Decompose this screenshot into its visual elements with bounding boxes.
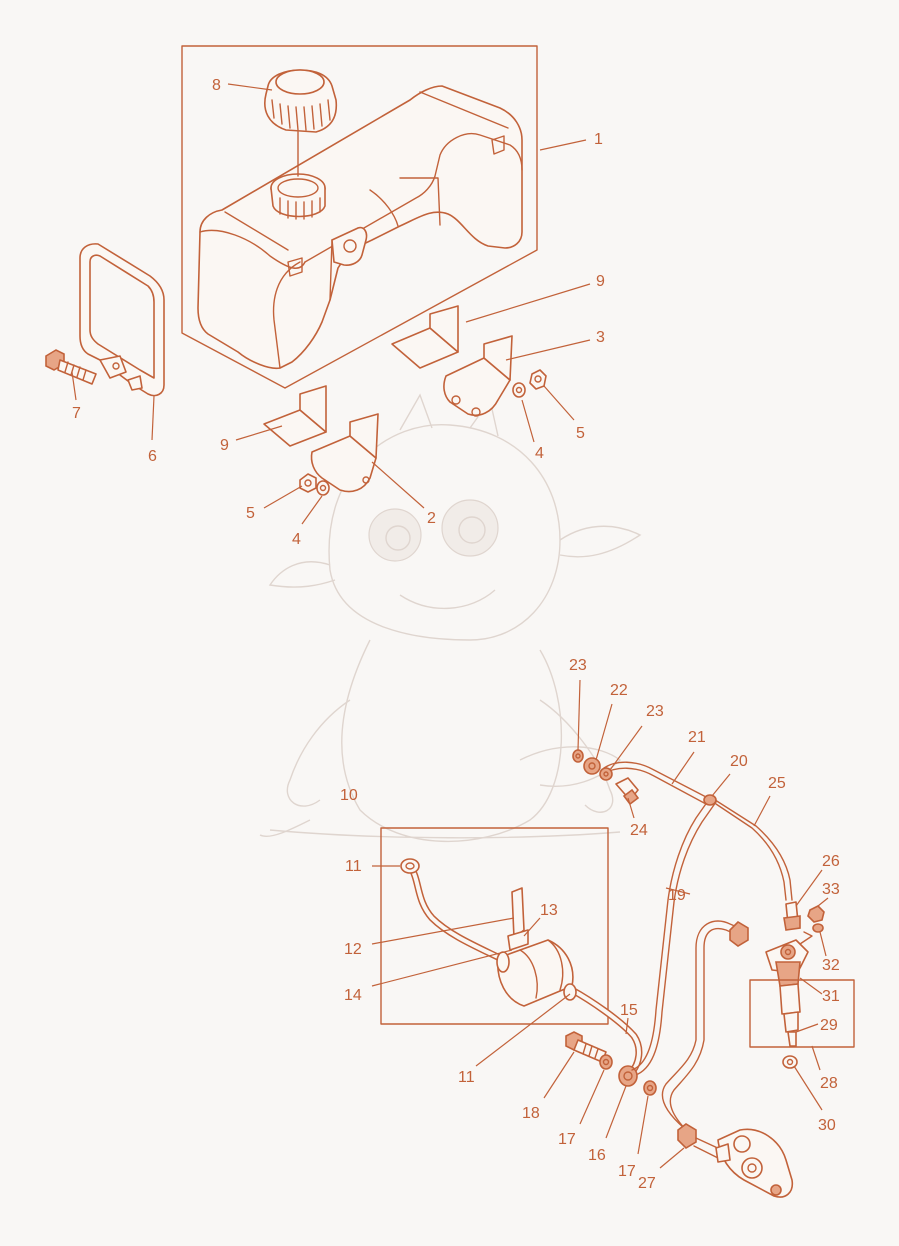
tank-assembly-bracket — [181, 45, 538, 389]
washer-23-right — [599, 767, 613, 781]
leader-lines — [71, 83, 829, 1169]
nut-5-lower — [299, 473, 317, 493]
washer-17-left — [599, 1054, 613, 1070]
callout-30: 30 — [818, 1117, 836, 1134]
callout-1: 1 — [594, 131, 603, 148]
fuel-tank-group — [45, 45, 547, 496]
washer-32 — [812, 923, 824, 933]
banjo-bolt-24 — [615, 777, 640, 806]
fuel-cap — [264, 69, 338, 177]
callout-11: 11 — [345, 858, 362, 875]
junction-20 — [703, 794, 717, 806]
injection-pipe-27 — [669, 927, 741, 1135]
washer-4-upper — [512, 382, 526, 398]
callout-9: 9 — [220, 437, 229, 454]
pipe-nut-27-bottom — [677, 1123, 697, 1150]
fuel-line-group — [380, 749, 855, 1198]
callout-4: 4 — [292, 531, 301, 548]
callout-24: 24 — [630, 822, 648, 839]
fuel-pipe-19 — [631, 797, 711, 1071]
callout-4: 4 — [535, 445, 544, 462]
banjo-22 — [583, 757, 601, 775]
banjo-fitting-16 — [618, 1065, 638, 1087]
washer-30 — [782, 1055, 798, 1069]
callout-22: 22 — [610, 682, 628, 699]
filter-clip — [507, 887, 529, 951]
callout-19: 19 — [668, 887, 686, 904]
tank-strap — [79, 243, 165, 397]
hose-12 — [406, 862, 512, 966]
callout-21: 21 — [688, 729, 706, 746]
nut-5-upper — [529, 369, 547, 390]
callout-20: 20 — [730, 753, 748, 770]
callout-33: 33 — [822, 881, 840, 898]
mount-bracket-3 — [443, 335, 513, 417]
callout-16: 16 — [588, 1147, 606, 1164]
injection-pump — [715, 1128, 794, 1198]
banjo-bolt-26 — [783, 901, 801, 931]
callout-31: 31 — [822, 988, 840, 1005]
callout-27: 27 — [638, 1175, 656, 1192]
callout-13: 13 — [540, 902, 558, 919]
strap-bolt — [45, 349, 97, 385]
washer-4-lower — [316, 480, 330, 496]
callout-17: 17 — [558, 1131, 576, 1148]
callout-9: 9 — [596, 273, 605, 290]
nut-33 — [807, 905, 825, 923]
callout-23: 23 — [646, 703, 664, 720]
callout-15: 15 — [620, 1002, 638, 1019]
callout-7: 7 — [72, 405, 81, 422]
mount-bracket-upper — [391, 305, 459, 369]
fuel-filter-assembly-box — [380, 827, 609, 1025]
callout-labels: 1 2 3 4 4 5 5 6 7 8 9 9 10 11 11 12 13 1… — [72, 77, 840, 1192]
callout-25: 25 — [768, 775, 786, 792]
banjo-bolt-18 — [565, 1031, 607, 1063]
callout-5: 5 — [246, 505, 255, 522]
leak-off-pipe-25 — [711, 797, 793, 901]
callout-10: 10 — [340, 787, 358, 804]
callout-17: 17 — [618, 1163, 636, 1180]
dragon-mascot-watermark — [259, 393, 642, 842]
callout-32: 32 — [822, 957, 840, 974]
washer-23-left — [572, 749, 584, 763]
callout-6: 6 — [148, 448, 157, 465]
callout-12: 12 — [344, 941, 362, 958]
fuel-filter — [496, 939, 574, 1007]
callout-29: 29 — [820, 1017, 838, 1034]
callout-26: 26 — [822, 853, 840, 870]
callout-3: 3 — [596, 329, 605, 346]
mount-bracket-lower — [263, 385, 327, 447]
callout-28: 28 — [820, 1075, 838, 1092]
callout-18: 18 — [522, 1105, 540, 1122]
mount-bracket-2 — [310, 413, 379, 493]
hose-clamp-11-top — [400, 858, 420, 874]
callout-8: 8 — [212, 77, 221, 94]
callout-14: 14 — [344, 987, 362, 1004]
fuel-pipe-21 — [603, 761, 709, 799]
callout-2: 2 — [427, 510, 436, 527]
fuel-tank-body — [197, 85, 523, 370]
callout-11: 11 — [458, 1069, 475, 1086]
callout-23: 23 — [569, 657, 587, 674]
pipe-nut-27-top — [729, 920, 749, 947]
washer-17-right — [643, 1080, 657, 1096]
callout-5: 5 — [576, 425, 585, 442]
